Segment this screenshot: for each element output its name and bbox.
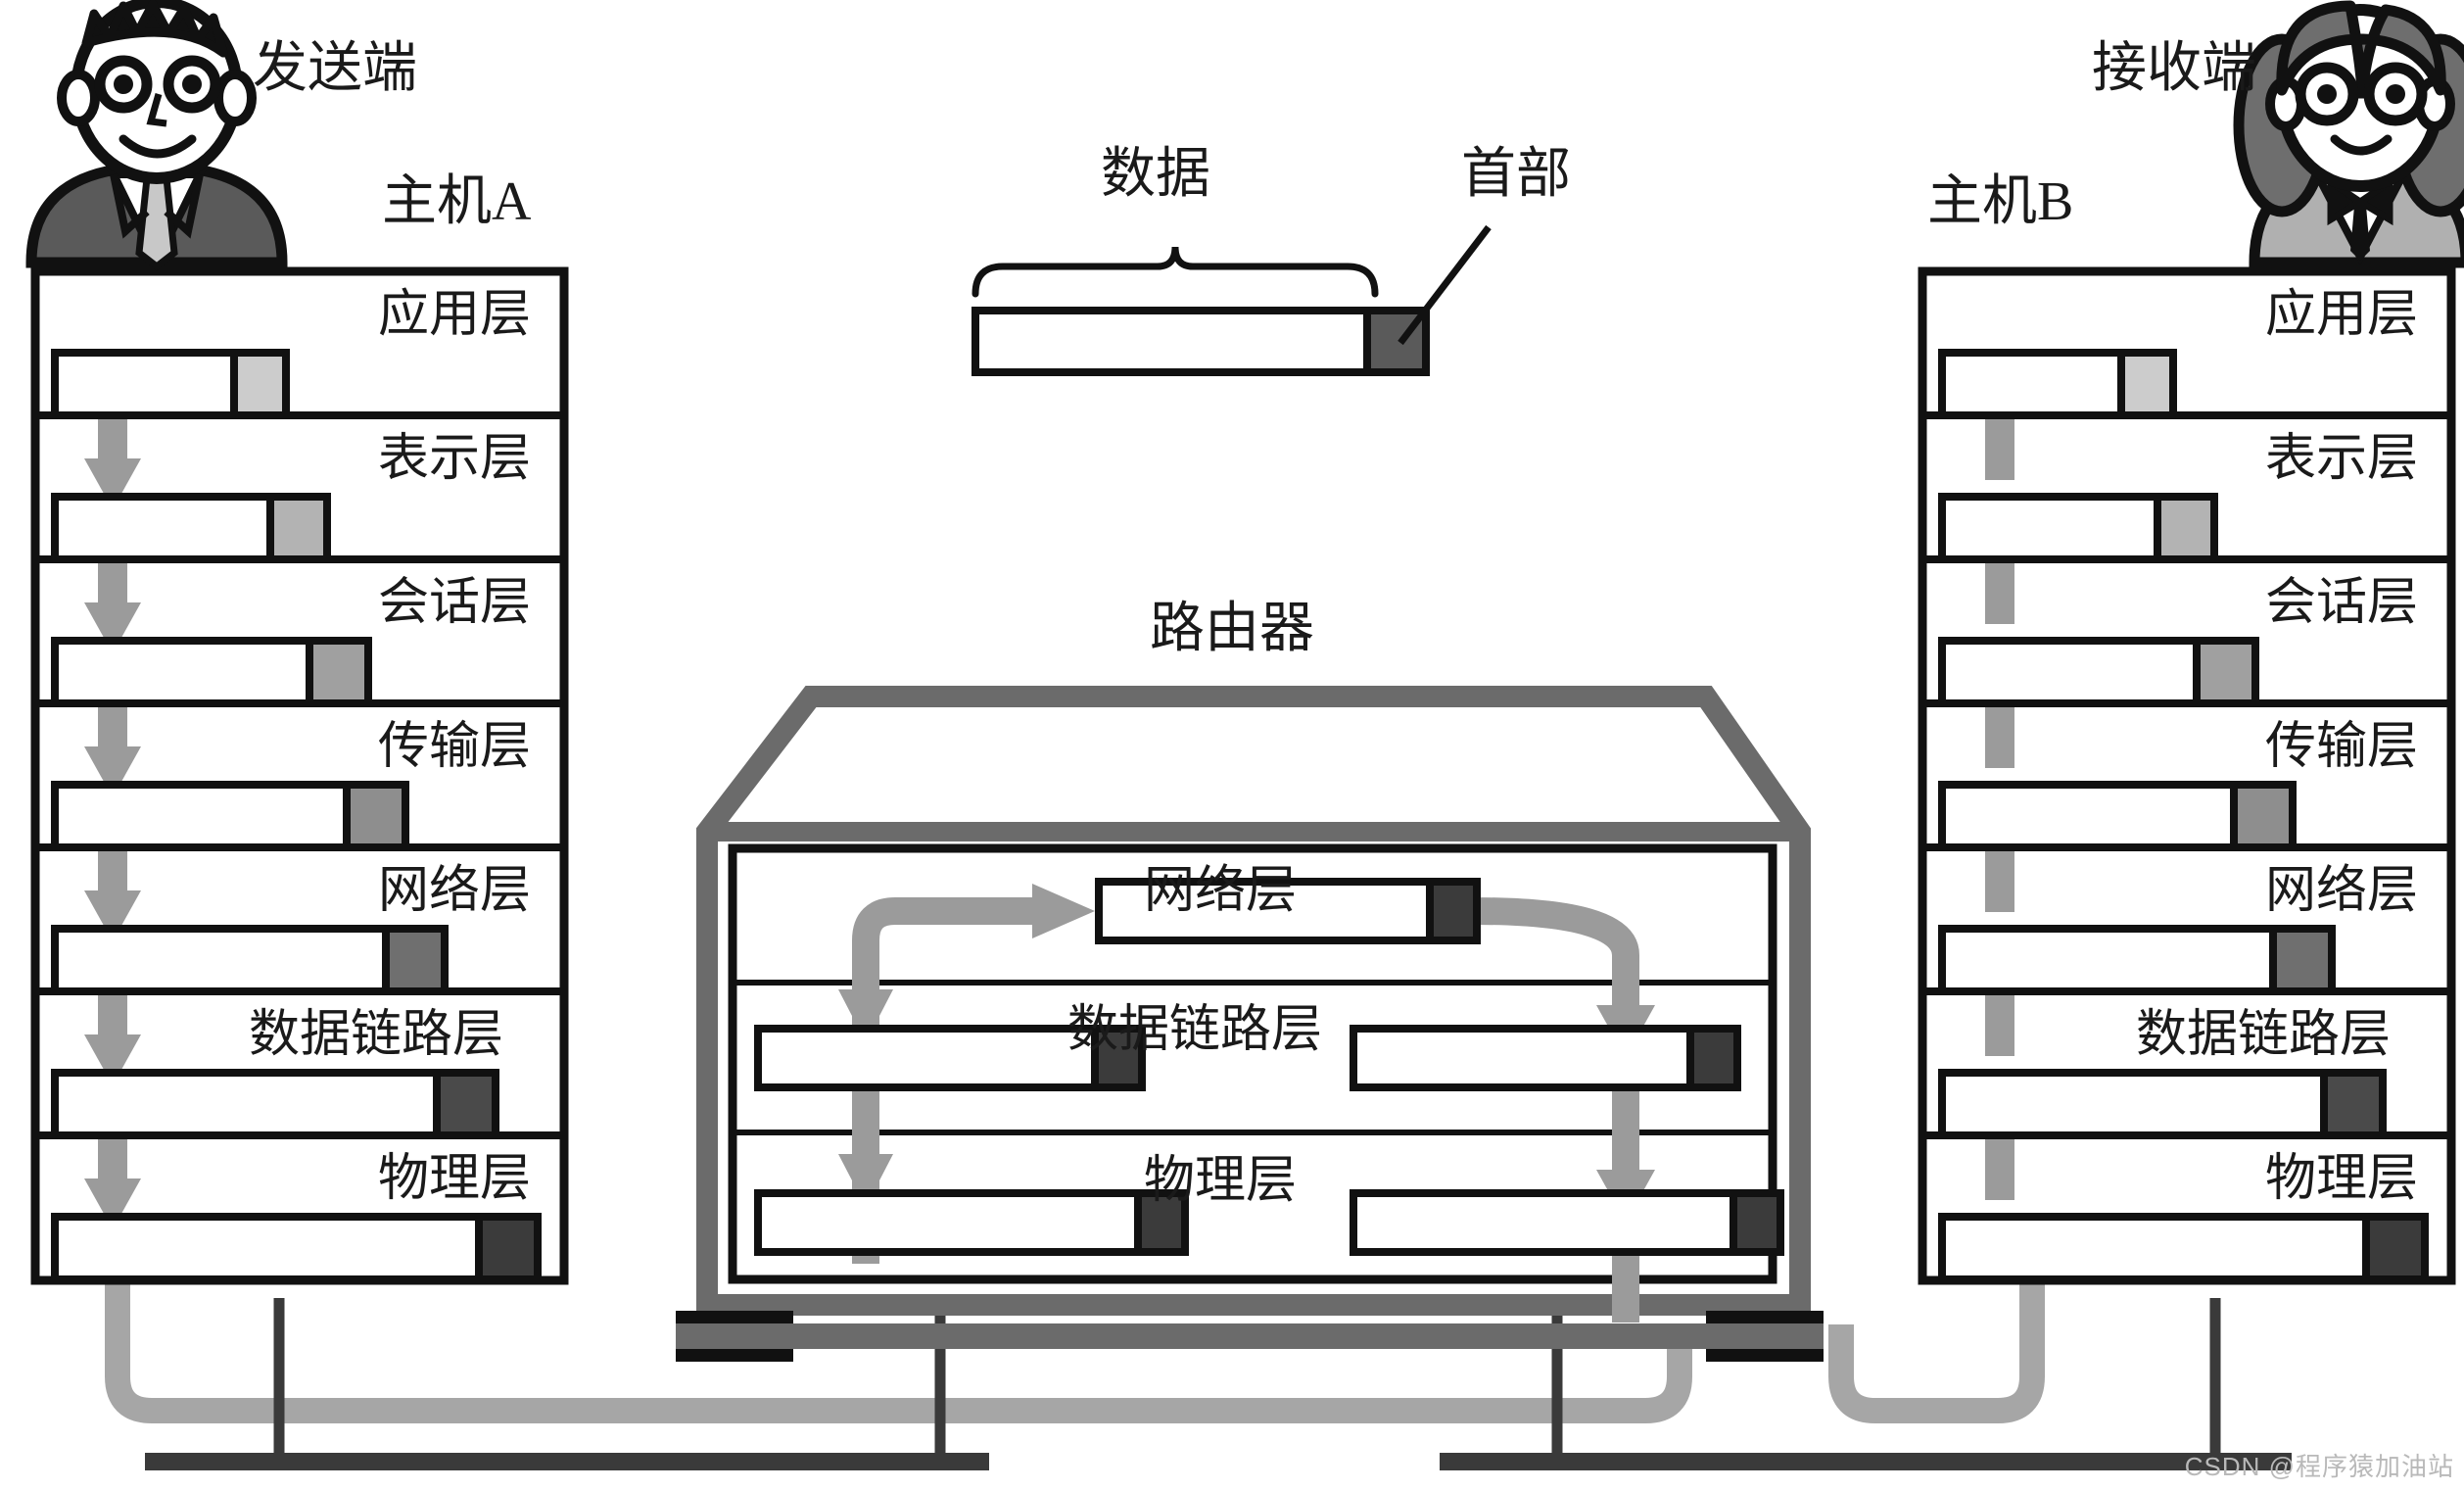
packet-payload [51, 349, 230, 419]
label-host-a: 主机A [382, 171, 532, 232]
layer-label: 网络层 [2265, 863, 2419, 919]
layer-label: 传输层 [378, 719, 532, 775]
legend-packet [971, 224, 1492, 376]
packet-payload [754, 1189, 1134, 1256]
packet-payload [1938, 925, 2269, 995]
label-legend-data: 数据 [1101, 144, 1210, 205]
packet-header [2362, 1213, 2429, 1283]
packet-bar [1938, 781, 2297, 851]
layer-label: 网络层 [1144, 863, 1298, 919]
label-host-b: 主机B [1927, 171, 2074, 232]
packet-header [306, 637, 372, 707]
packet-header [266, 493, 331, 563]
packet-header [1091, 1025, 1146, 1091]
packet-header [2117, 349, 2177, 419]
cable-group [105, 1236, 2045, 1423]
layer-label: 数据链路层 [2136, 1007, 2392, 1063]
packet-payload [1350, 1189, 1730, 1256]
packet-bar [1938, 637, 2259, 707]
label-router: 路由器 [1150, 599, 1314, 659]
packet-bar [1938, 1069, 2387, 1139]
layer-label: 表示层 [2265, 431, 2419, 487]
packet-payload [51, 925, 382, 995]
packet-bar [51, 781, 409, 851]
packet-bar [754, 1189, 1189, 1256]
cable-router-to-b [1828, 1244, 2045, 1423]
packet-bar [1938, 349, 2177, 419]
packet-header [1686, 1025, 1741, 1091]
packet-payload [1938, 637, 2193, 707]
layer-label: 物理层 [1144, 1153, 1298, 1209]
packet-header [1134, 1189, 1189, 1256]
layer-label: 传输层 [2265, 719, 2419, 775]
packet-payload [1350, 1025, 1686, 1091]
layer-label: 应用层 [378, 287, 532, 343]
arrowhead-router-up-1 [838, 989, 893, 1042]
packet-header [2193, 637, 2259, 707]
cable-a-to-router [105, 1236, 1692, 1423]
layer-label: 应用层 [2265, 287, 2419, 343]
router-arrow-out [1473, 897, 1639, 1323]
packet-bar [51, 1069, 499, 1139]
packet-bar [1938, 493, 2218, 563]
layer-label: 会话层 [2265, 575, 2419, 631]
router-arrow-in [852, 897, 1038, 1264]
receiver-avatar-icon [2233, 0, 2464, 268]
packet-payload [51, 637, 306, 707]
packet-header [230, 349, 290, 419]
packet-payload [1938, 1069, 2320, 1139]
packet-bar [1938, 925, 2336, 995]
packet-payload [1095, 878, 1426, 944]
layer-label: 数据链路层 [1067, 1002, 1323, 1058]
packet-payload [1938, 493, 2154, 563]
bus-lines [145, 1298, 2292, 1470]
packet-bar [1938, 1213, 2429, 1283]
packet-header [1426, 878, 1481, 944]
packet-header [475, 1213, 542, 1283]
label-legend-header: 首部 [1461, 144, 1571, 205]
packet-bar [51, 493, 331, 563]
packet-bar [1095, 878, 1481, 944]
packet-payload [51, 1069, 433, 1139]
packet-header [2320, 1069, 2387, 1139]
packet-bar [51, 925, 449, 995]
packet-header [1730, 1189, 1784, 1256]
router-flow-arrows [852, 897, 1639, 1323]
packet-payload [1938, 781, 2230, 851]
sender-avatar-icon [25, 0, 288, 272]
router-arrowheads [838, 884, 1655, 1223]
layer-label: 数据链路层 [249, 1007, 504, 1063]
packet-header [2230, 781, 2297, 851]
packet-bar [51, 349, 290, 419]
packet-payload [51, 1213, 475, 1283]
packet-header [382, 925, 449, 995]
packet-header [2154, 493, 2218, 563]
packet-bar [51, 637, 372, 707]
packet-bar [51, 1213, 542, 1283]
packet-payload [1938, 349, 2117, 419]
layer-label: 会话层 [378, 575, 532, 631]
label-sender: 发送端 [253, 38, 417, 99]
packet-header [2269, 925, 2336, 995]
packet-bar [754, 1025, 1146, 1091]
packet-bar [1350, 1189, 1784, 1256]
down-arrow [84, 1110, 141, 1229]
packet-payload [754, 1025, 1091, 1091]
watermark: CSDN @程序猿加油站 [2184, 1452, 2454, 1481]
layer-label: 表示层 [378, 431, 532, 487]
layer-label: 物理层 [378, 1151, 532, 1207]
layer-label: 物理层 [2265, 1151, 2419, 1207]
packet-header [433, 1069, 499, 1139]
layer-label: 网络层 [378, 863, 532, 919]
label-receiver: 接收端 [2092, 38, 2256, 99]
packet-payload [51, 781, 343, 851]
packet-header [343, 781, 409, 851]
packet-bar [1350, 1025, 1741, 1091]
arrowhead-router-net-in [1032, 884, 1095, 938]
arrowhead-router-up-2 [838, 1154, 893, 1207]
packet-payload [51, 493, 266, 563]
packet-payload [1938, 1213, 2362, 1283]
